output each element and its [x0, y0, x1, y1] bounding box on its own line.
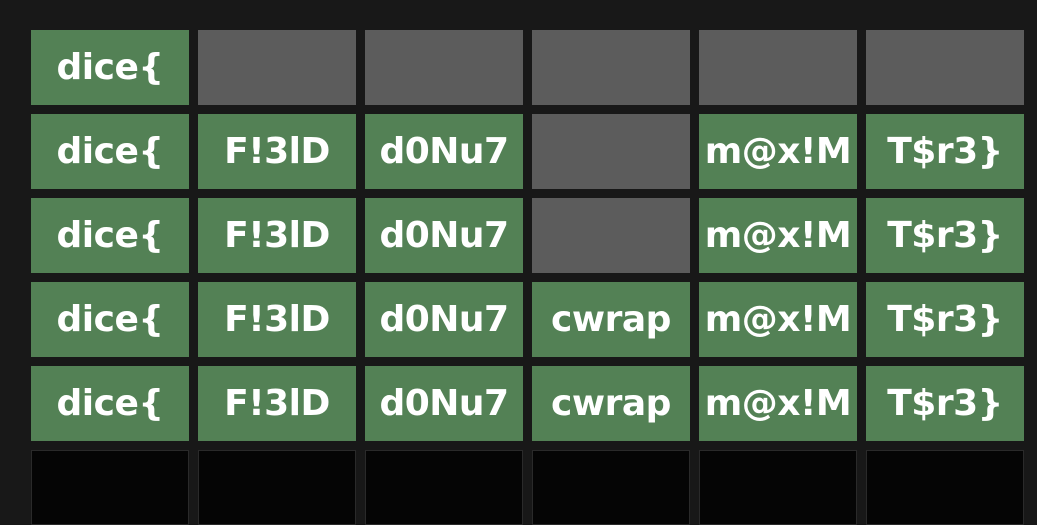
- tile-r1-c2: [198, 30, 356, 105]
- tile-r4-c4: cwrap: [532, 282, 690, 357]
- tile-r6-c4: [532, 450, 690, 525]
- tile-r5-c6: T$r3}: [866, 366, 1024, 441]
- tile-r3-c5: m@x!M: [699, 198, 857, 273]
- tile-r4-c6: T$r3}: [866, 282, 1024, 357]
- tile-r5-c1: dice{: [31, 366, 189, 441]
- tile-r2-c3: d0Nu7: [365, 114, 523, 189]
- tile-r1-c1: dice{: [31, 30, 189, 105]
- tile-r1-c5: [699, 30, 857, 105]
- tile-r5-c4: cwrap: [532, 366, 690, 441]
- tile-r1-c3: [365, 30, 523, 105]
- tile-r2-c1: dice{: [31, 114, 189, 189]
- tile-r3-c2: F!3lD: [198, 198, 356, 273]
- tile-r3-c6: T$r3}: [866, 198, 1024, 273]
- tile-r2-c6: T$r3}: [866, 114, 1024, 189]
- tile-r1-c4: [532, 30, 690, 105]
- tile-r4-c3: d0Nu7: [365, 282, 523, 357]
- tile-r4-c1: dice{: [31, 282, 189, 357]
- tile-r2-c5: m@x!M: [699, 114, 857, 189]
- tile-r1-c6: [866, 30, 1024, 105]
- tile-r3-c3: d0Nu7: [365, 198, 523, 273]
- tile-r2-c4: [532, 114, 690, 189]
- tile-r4-c5: m@x!M: [699, 282, 857, 357]
- tile-r3-c4: [532, 198, 690, 273]
- tile-r2-c2: F!3lD: [198, 114, 356, 189]
- tile-r4-c2: F!3lD: [198, 282, 356, 357]
- tile-r5-c5: m@x!M: [699, 366, 857, 441]
- tile-r6-c2: [198, 450, 356, 525]
- tile-r6-c6: [866, 450, 1024, 525]
- tile-r5-c3: d0Nu7: [365, 366, 523, 441]
- tile-r6-c1: [31, 450, 189, 525]
- tile-r5-c2: F!3lD: [198, 366, 356, 441]
- tile-r3-c1: dice{: [31, 198, 189, 273]
- tile-r6-c3: [365, 450, 523, 525]
- tile-r6-c5: [699, 450, 857, 525]
